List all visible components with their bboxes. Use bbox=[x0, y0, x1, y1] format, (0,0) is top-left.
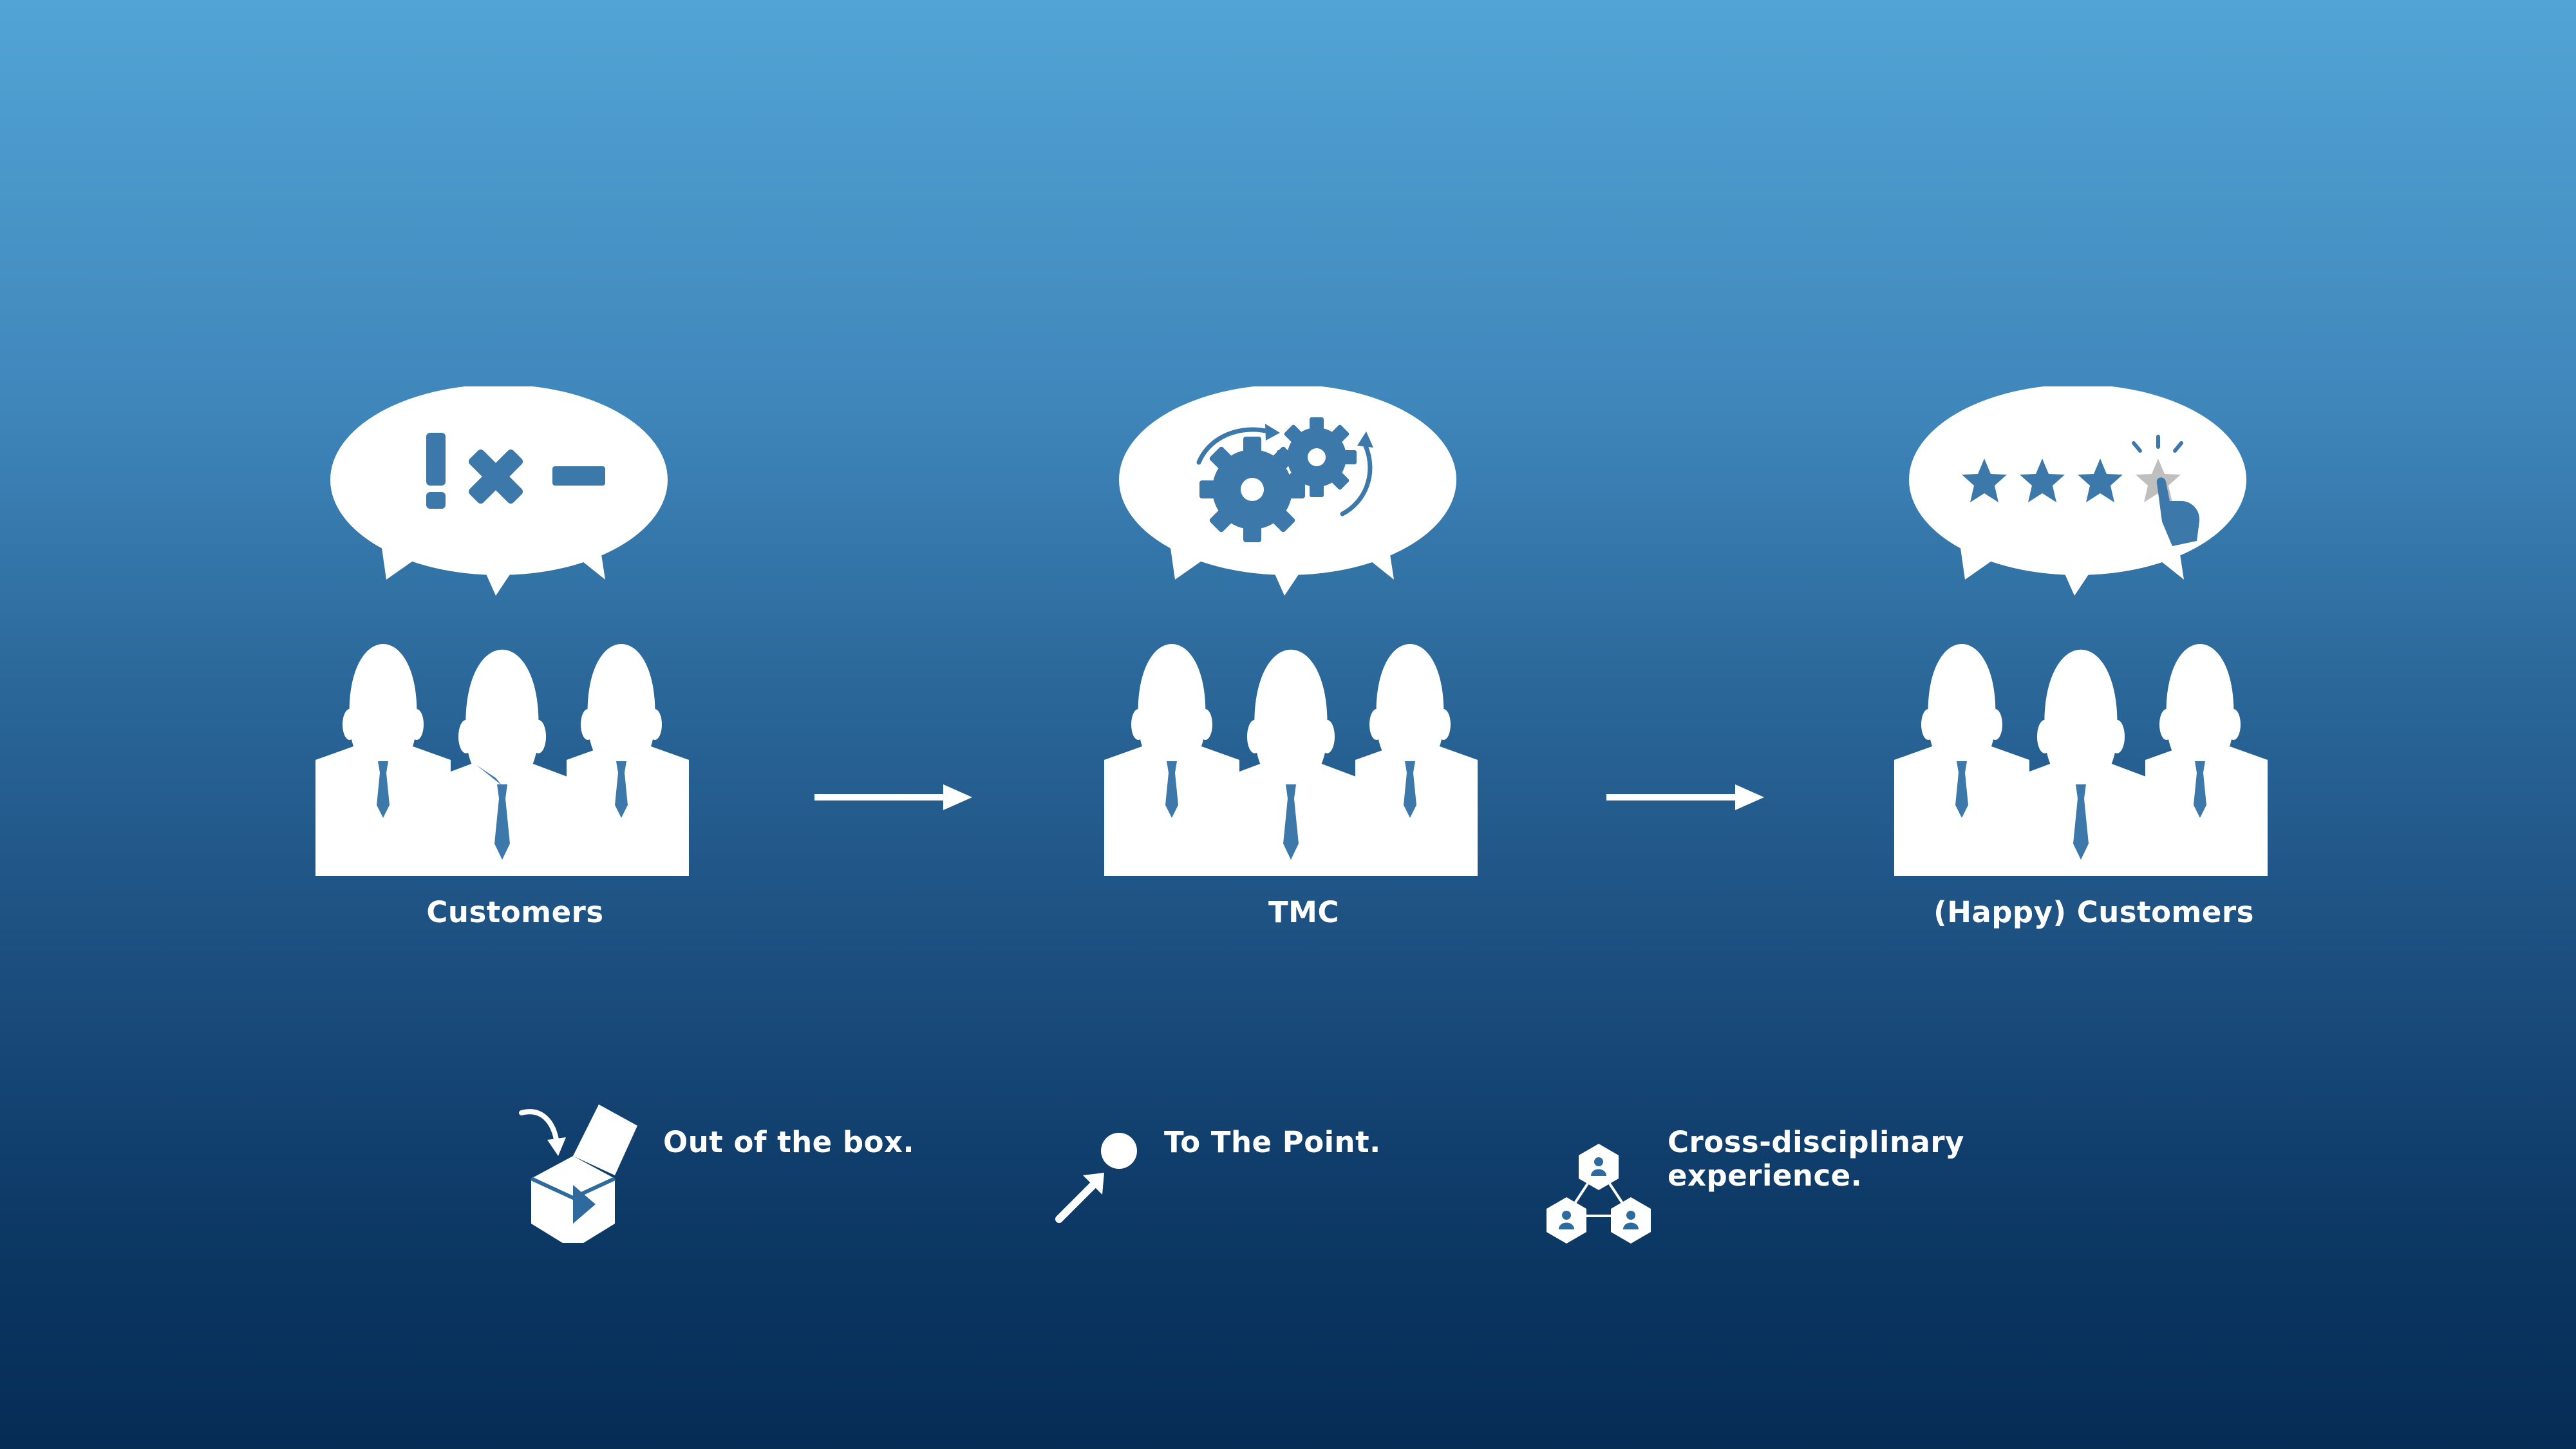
target-point-icon bbox=[1055, 1133, 1137, 1223]
bubble-icons bbox=[426, 433, 605, 509]
rating-stars bbox=[1962, 435, 2200, 546]
feature-to-the-point: To The Point. bbox=[1164, 1125, 1381, 1159]
feature-cross-disciplinary: Cross-disciplinary experience. bbox=[1668, 1126, 1964, 1193]
open-box-icon bbox=[519, 1104, 637, 1243]
feature-cross-disciplinary-line1: Cross-disciplinary bbox=[1668, 1125, 1964, 1159]
feature-out-of-the-box: Out of the box. bbox=[663, 1125, 915, 1159]
gears-icon bbox=[1196, 417, 1373, 542]
minus-icon bbox=[552, 466, 605, 486]
stage-tmc: TMC bbox=[1072, 386, 1536, 966]
star-icon bbox=[1962, 459, 2007, 502]
arrow-right-icon bbox=[1606, 784, 1764, 810]
star-rating-hand-icon bbox=[2132, 435, 2200, 546]
star-icon bbox=[2020, 459, 2065, 502]
speech-bubble bbox=[1909, 386, 2246, 596]
feature-cross-disciplinary-line2: experience. bbox=[1668, 1159, 1863, 1193]
stage-label: TMC bbox=[1268, 895, 1339, 929]
people-group-icon bbox=[1894, 644, 2268, 876]
stage-customers: Customers bbox=[283, 386, 747, 966]
stage-label: Customers bbox=[426, 895, 604, 929]
people-group-icon bbox=[1104, 644, 1478, 876]
star-icon bbox=[2078, 459, 2123, 502]
stage-label: (Happy) Customers bbox=[1933, 895, 2254, 929]
exclamation-icon bbox=[426, 433, 446, 509]
stage-happy-customers: (Happy) Customers bbox=[1862, 386, 2326, 966]
people-group-icon bbox=[315, 644, 689, 876]
arrow-right-icon bbox=[814, 784, 972, 810]
cross-icon bbox=[468, 449, 523, 504]
network-hexagon-icon bbox=[1547, 1144, 1651, 1244]
